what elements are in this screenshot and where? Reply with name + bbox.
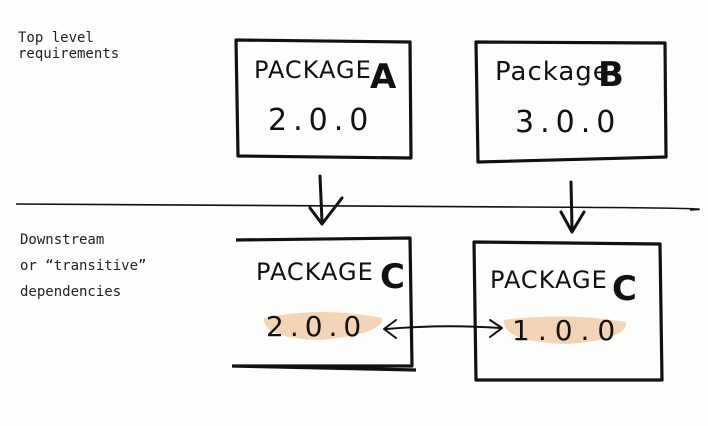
package-b-letter: B — [598, 55, 624, 95]
arrow-a-to-c — [308, 174, 344, 226]
package-c-v2-version: 2.0.0 — [266, 310, 367, 343]
package-c-v1-letter: C — [612, 269, 637, 309]
package-c-v1-box: PACKAGE C 1.0.0 — [472, 240, 664, 382]
top-level-label: Top level requirements — [18, 30, 119, 62]
package-c-v2-version-highlight — [263, 312, 383, 340]
package-c-v2-box: PACKAGE C 2.0.0 — [231, 236, 417, 372]
top-label-line1: Top level — [18, 30, 94, 46]
version-conflict-arrow — [383, 319, 503, 339]
downstream-label: Downstream or “transitive” dependencies — [20, 232, 146, 300]
package-a-box: PACKAGE A 2.0.0 — [234, 38, 413, 160]
bottom-label-line3: dependencies — [20, 284, 122, 300]
package-b-version: 3.0.0 — [515, 105, 621, 140]
package-b-box: Package B 3.0.0 — [474, 40, 668, 164]
bottom-label-line2: or “transitive” — [20, 258, 147, 274]
package-a-name: PACKAGE — [254, 56, 372, 84]
package-a-letter: A — [370, 57, 397, 97]
section-divider — [15, 203, 701, 211]
package-c-v1-version: 1.0.0 — [512, 314, 623, 347]
bottom-label-line1: Downstream — [20, 232, 105, 248]
arrow-b-to-c — [559, 180, 586, 234]
package-c-v2-name: PACKAGE — [256, 258, 374, 286]
package-c-v2-letter: C — [380, 257, 405, 297]
top-label-line2: requirements — [18, 46, 120, 62]
package-b-name: Package — [495, 57, 610, 87]
package-c-v1-name: PACKAGE — [490, 266, 608, 294]
package-c-v1-version-highlight — [503, 316, 627, 344]
package-a-version: 2.0.0 — [268, 103, 374, 138]
